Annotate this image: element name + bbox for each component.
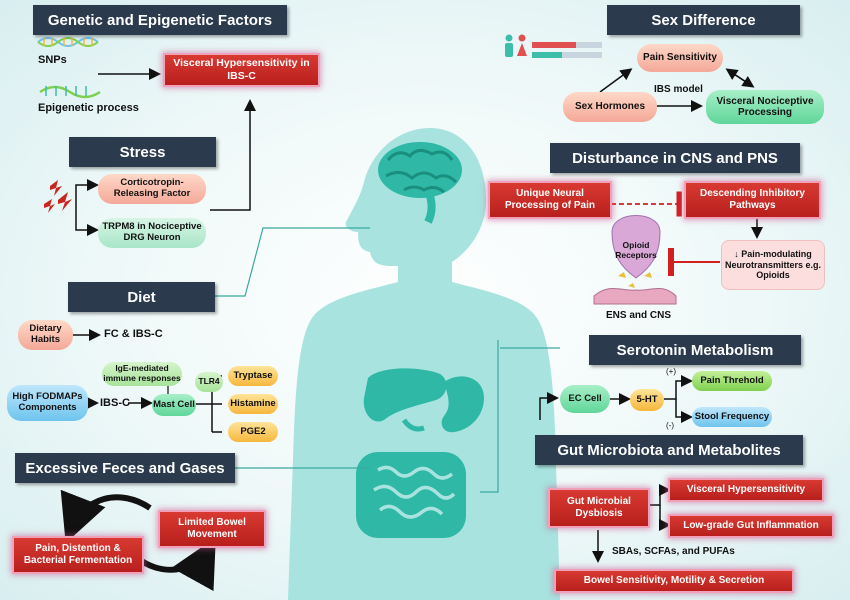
histamine-pill: Histamine bbox=[228, 394, 278, 414]
ens-cns-label: ENS and CNS bbox=[606, 310, 672, 321]
trpm8-pill: TRPM8 in Nociceptive DRG Neuron bbox=[98, 218, 206, 248]
snps-label: SNPs bbox=[38, 54, 67, 66]
excessive-feces-header: Excessive Feces and Gases bbox=[15, 453, 235, 483]
digestive-organs bbox=[356, 368, 484, 538]
ibsc-label: IBS-C bbox=[100, 397, 130, 409]
descending-inhibitory-box: Descending Inhibitory Pathways bbox=[686, 183, 819, 217]
unique-neural-box: Unique Neural Processing of Pain bbox=[490, 183, 610, 217]
sex-hormones-pill: Sex Hormones bbox=[563, 92, 657, 122]
pain-sensitivity-pill: Pain Sensitivity bbox=[637, 44, 723, 72]
ige-pill: IgE-mediated immune responses bbox=[102, 362, 182, 386]
5ht-pill: 5-HT bbox=[630, 389, 664, 411]
positive-sign: (+) bbox=[666, 367, 676, 376]
epigenetic-icon bbox=[39, 85, 101, 99]
low-grade-inflammation-box: Low-grade Gut Inflammation bbox=[670, 516, 832, 536]
pge2-pill: PGE2 bbox=[228, 422, 278, 442]
microbiota-header: Gut Microbiota and Metabolites bbox=[535, 435, 803, 465]
cns-pns-header: Disturbance in CNS and PNS bbox=[550, 143, 800, 173]
fodmap-pill: High FODMAPs Components bbox=[7, 385, 88, 421]
synapse-illustration bbox=[593, 215, 677, 305]
ec-cell-pill: EC Cell bbox=[560, 385, 610, 413]
metabolites-label: SBAs, SCFAs, and PUFAs bbox=[612, 546, 735, 557]
pain-modulating-box: ↓ Pain-modulating Neurotransmitters e.g.… bbox=[721, 240, 825, 290]
connector-lines bbox=[215, 227, 560, 493]
fc-ibsc-label: FC & IBS-C bbox=[104, 328, 163, 340]
dna-helix-icon bbox=[37, 37, 99, 47]
visceral-nociceptive-pill: Visceral Nociceptive Processing bbox=[706, 90, 824, 124]
serotonin-header: Serotonin Metabolism bbox=[589, 335, 801, 365]
male-female-icon bbox=[505, 34, 527, 57]
pain-threshold-pill: Pain Threhold bbox=[692, 371, 772, 391]
stool-frequency-pill: Stool Frequency bbox=[692, 407, 772, 427]
pain-distention-box: Pain, Distention & Bacterial Fermentatio… bbox=[14, 538, 142, 572]
visceral-hypersensitivity-box: Visceral Hypersensitivity bbox=[670, 480, 822, 500]
gut-dysbiosis-box: Gut Microbial Dysbiosis bbox=[550, 490, 648, 526]
tryptase-pill: Tryptase bbox=[228, 366, 278, 386]
negative-sign: (-) bbox=[666, 421, 674, 430]
opioid-receptors-label: Opioid Receptors bbox=[615, 240, 657, 260]
genetic-epigenetic-header: Genetic and Epigenetic Factors bbox=[33, 5, 287, 35]
brain-illustration bbox=[378, 142, 462, 224]
mast-cell-pill: Mast Cell bbox=[152, 394, 196, 416]
sex-difference-header: Sex Difference bbox=[607, 5, 800, 35]
bowel-sensitivity-box: Bowel Sensitivity, Motility & Secretion bbox=[556, 571, 792, 591]
visceral-hypersensitivity-ibsc-box: Visceral Hypersensitivity in IBS-C bbox=[165, 55, 318, 85]
epigenetic-label: Epigenetic process bbox=[38, 102, 139, 114]
tlr4-pill: TLR4 bbox=[195, 372, 223, 392]
lightning-icon bbox=[44, 180, 72, 213]
diet-header: Diet bbox=[68, 282, 215, 312]
limited-bowel-box: Limited Bowel Movement bbox=[160, 512, 264, 546]
ibs-model-label: IBS model bbox=[654, 84, 703, 95]
dietary-habits-pill: Dietary Habits bbox=[18, 320, 73, 350]
crf-pill: Corticotropin-Releasing Factor bbox=[98, 174, 206, 204]
stress-header: Stress bbox=[69, 137, 216, 167]
gender-bar-chart bbox=[532, 42, 602, 58]
